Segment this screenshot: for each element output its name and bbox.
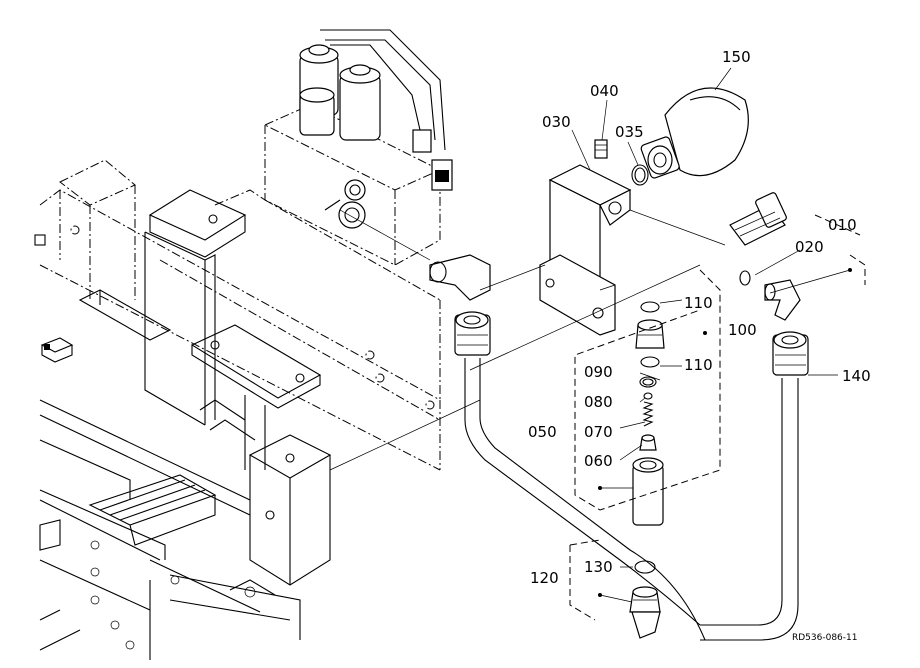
callout-labels: 150 040 030 035 010 020 110 100 110 090 … <box>528 48 871 643</box>
callout-120: 120 <box>530 569 559 587</box>
leader-lines <box>571 67 852 603</box>
callout-100: 100 <box>728 321 757 339</box>
callout-060: 060 <box>584 452 613 470</box>
callout-080: 080 <box>584 393 613 411</box>
tractor-frame-drawing <box>34 159 441 660</box>
callout-140: 140 <box>842 367 871 385</box>
callout-050: 050 <box>528 423 557 441</box>
callout-020: 020 <box>795 238 824 256</box>
callout-150: 150 <box>722 48 751 66</box>
callout-110-lower: 110 <box>684 356 713 374</box>
callout-130: 130 <box>584 558 613 576</box>
drawing-reference-code: RD536-086-11 <box>792 633 858 643</box>
callout-090: 090 <box>584 363 613 381</box>
accumulator-assembly-drawing <box>329 87 866 641</box>
valve-block-drawing <box>263 29 453 266</box>
callout-030: 030 <box>542 113 571 131</box>
callout-040: 040 <box>590 82 619 100</box>
callout-070: 070 <box>584 423 613 441</box>
callout-010: 010 <box>828 216 857 234</box>
callout-110-upper: 110 <box>684 294 713 312</box>
callout-035: 035 <box>615 123 644 141</box>
